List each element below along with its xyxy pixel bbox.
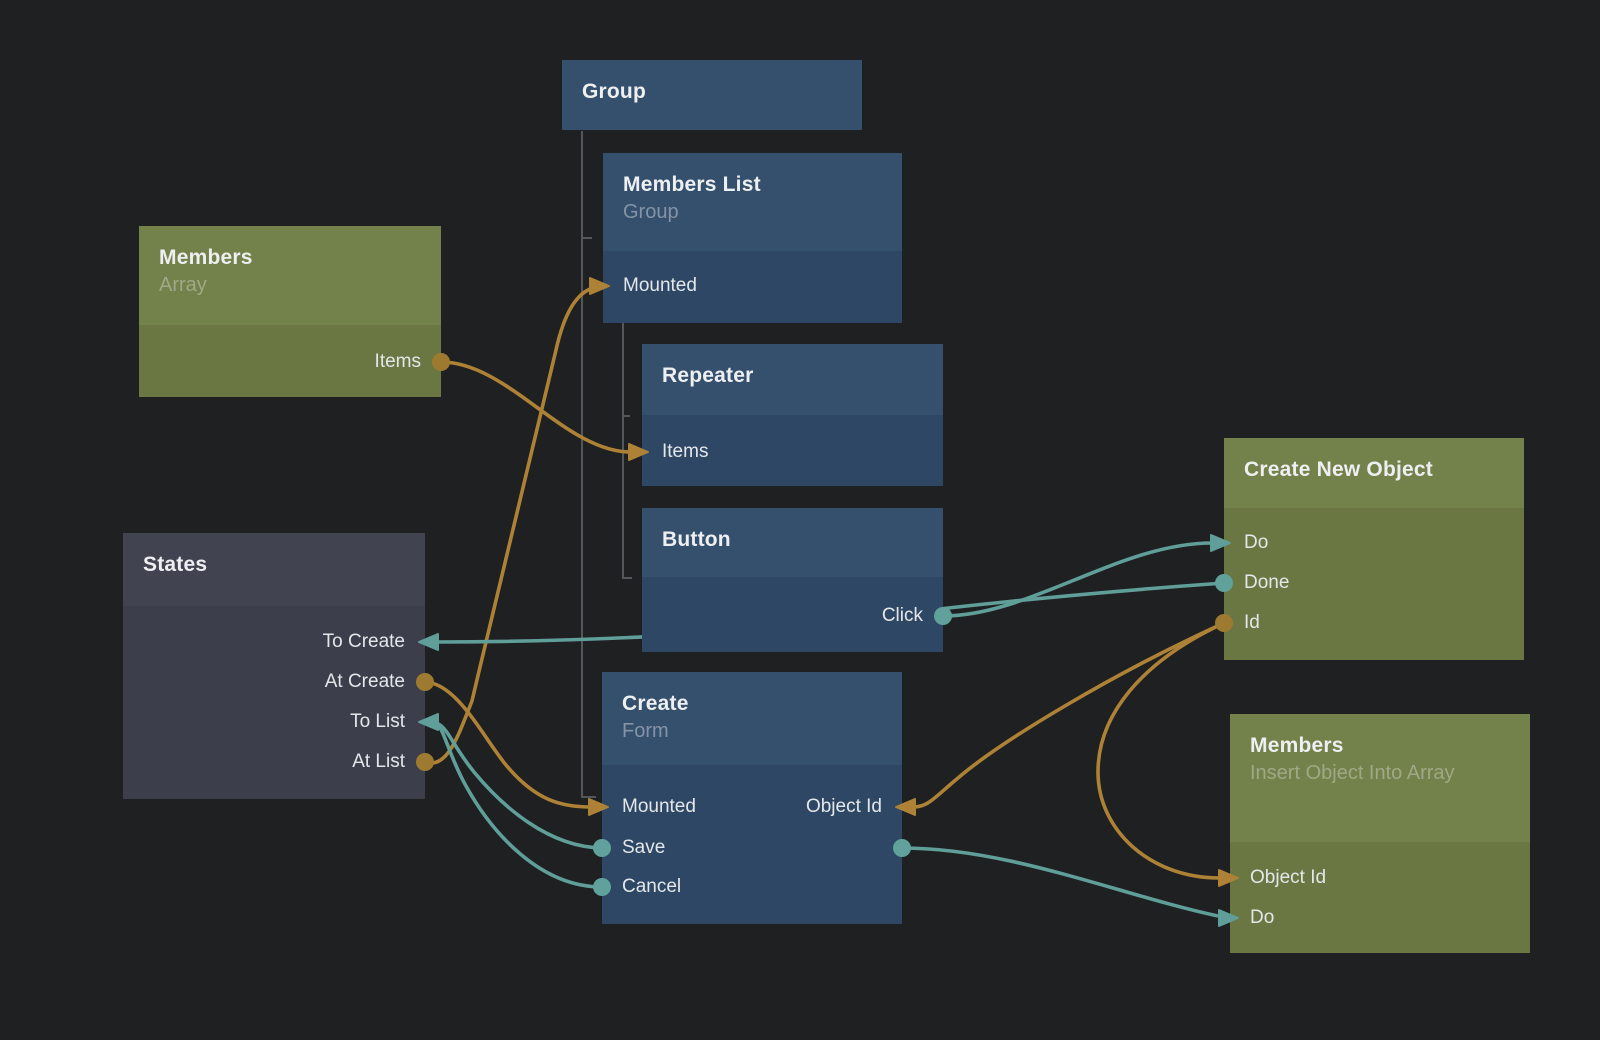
port-object-id[interactable]: Object Id — [805, 796, 882, 817]
arrow-cno-do-input[interactable] — [1210, 534, 1231, 552]
dot-at-create-output[interactable] — [416, 673, 434, 691]
node-header: Group — [562, 60, 862, 130]
node-title: Members — [1250, 734, 1344, 757]
port-id[interactable]: Id — [1244, 612, 1260, 633]
dot-at-list-output[interactable] — [416, 753, 434, 771]
arrow-repeater-items-input[interactable] — [628, 443, 649, 461]
wire-save-to-members-do[interactable] — [901, 846, 1219, 918]
wire-at-create-to-create-mounted[interactable] — [424, 680, 592, 809]
arrow-create-mounted-input[interactable] — [588, 798, 609, 816]
node-title: Group — [582, 80, 646, 103]
node-title: Members — [159, 246, 253, 269]
node-title: States — [143, 553, 208, 576]
dot-click-output[interactable] — [934, 607, 952, 625]
node-states[interactable]: States To Create At Create To List At Li… — [123, 533, 425, 799]
port-do[interactable]: Do — [1244, 532, 1269, 553]
node-header: Members List Group — [603, 153, 902, 251]
arrow-members-insert-do-input[interactable] — [1218, 909, 1239, 927]
wire-id-to-members-object-id[interactable] — [1096, 621, 1225, 880]
port-click[interactable]: Click — [881, 605, 923, 626]
dot-save-output-right[interactable] — [893, 839, 911, 857]
port-to-create[interactable]: To Create — [322, 631, 405, 652]
arrow-states-to-list-input[interactable] — [418, 713, 439, 731]
node-group[interactable]: Group — [562, 60, 862, 130]
node-title: Button — [662, 528, 731, 551]
node-title: Create New Object — [1244, 458, 1433, 481]
node-members-list[interactable]: Members List Group Mounted — [603, 153, 902, 323]
port-mounted[interactable]: Mounted — [622, 796, 696, 817]
arrow-members-insert-object-id-input[interactable] — [1218, 869, 1239, 887]
node-title: Members List — [623, 173, 761, 196]
node-subtitle: Group — [623, 201, 679, 223]
port-cancel[interactable]: Cancel — [622, 876, 682, 897]
node-members-array[interactable]: Members Array Items — [139, 226, 441, 397]
node-repeater[interactable]: Repeater Items — [642, 344, 943, 486]
node-button[interactable]: Button Click — [642, 508, 943, 652]
port-save[interactable]: Save — [622, 837, 666, 858]
port-to-list[interactable]: To List — [350, 711, 405, 732]
node-subtitle: Insert Object Into Array — [1250, 762, 1455, 784]
port-items[interactable]: Items — [662, 441, 709, 462]
node-title: Repeater — [662, 364, 754, 387]
dot-done-output[interactable] — [1215, 574, 1233, 592]
wire-members-items-to-repeater-items[interactable] — [440, 360, 632, 454]
node-subtitle: Array — [159, 274, 207, 296]
wire-id-to-create-object-id[interactable] — [913, 621, 1225, 809]
wire-click-to-do[interactable] — [942, 541, 1213, 618]
node-create[interactable]: Create Form Mounted Save Cancel Object I… — [602, 672, 902, 924]
port-object-id[interactable]: Object Id — [1250, 867, 1327, 888]
dot-save-output-left[interactable] — [593, 839, 611, 857]
port-at-create[interactable]: At Create — [324, 671, 405, 692]
port-do[interactable]: Do — [1250, 907, 1275, 928]
port-at-list[interactable]: At List — [352, 751, 405, 772]
node-title: Create — [622, 692, 689, 715]
hierarchy-line-members-list-children — [622, 323, 632, 579]
node-header: Repeater — [642, 344, 943, 415]
hierarchy-line-group-children — [581, 131, 596, 798]
port-items[interactable]: Items — [374, 351, 421, 372]
node-create-new-object[interactable]: Create New Object Do Done Id — [1224, 438, 1524, 660]
arrow-members-list-mounted-input[interactable] — [589, 277, 610, 295]
node-members-insert[interactable]: Members Insert Object Into Array Object … — [1230, 714, 1530, 953]
port-done[interactable]: Done — [1244, 572, 1290, 593]
node-header: States — [123, 533, 425, 606]
node-header: Create New Object — [1224, 438, 1524, 508]
node-header: Members Insert Object Into Array — [1230, 714, 1530, 842]
arrow-create-object-id-input[interactable] — [895, 798, 916, 816]
node-subtitle: Form — [622, 720, 669, 742]
dot-cancel-output-left[interactable] — [593, 878, 611, 896]
arrow-states-to-create-input[interactable] — [418, 633, 439, 651]
wire-at-list-to-members-list-mounted[interactable] — [424, 286, 594, 765]
dot-members-items-output[interactable] — [432, 353, 450, 371]
node-header: Members Array — [139, 226, 441, 325]
wire-cancel-to-to-list[interactable] — [434, 721, 603, 889]
node-header: Create Form — [602, 672, 902, 765]
dot-id-output[interactable] — [1215, 614, 1233, 632]
node-header: Button — [642, 508, 943, 577]
wire-save-to-to-list[interactable] — [435, 721, 603, 850]
port-mounted[interactable]: Mounted — [623, 275, 697, 296]
